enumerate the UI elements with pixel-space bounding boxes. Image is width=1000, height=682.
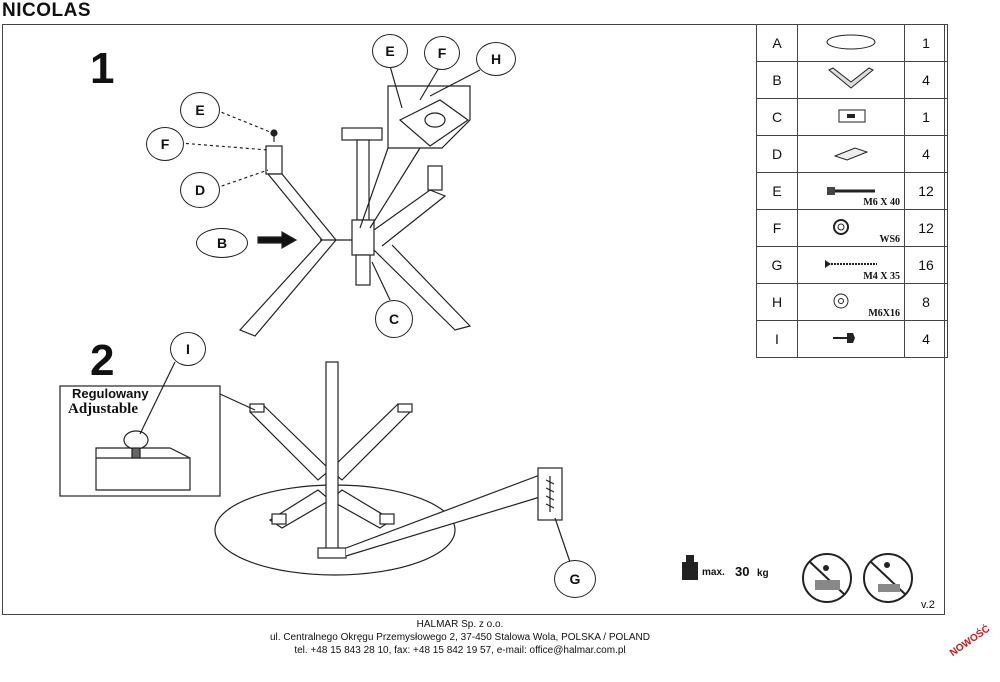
part-icon-cell xyxy=(797,61,905,99)
part-letter: G xyxy=(756,246,798,284)
part-icon-cell xyxy=(797,135,905,173)
oval-tabletop-icon xyxy=(821,34,881,55)
max-load-label: max. xyxy=(702,567,725,578)
part-letter: C xyxy=(756,98,798,136)
flat-washer-icon xyxy=(821,293,881,314)
wood-screw-icon xyxy=(821,259,881,275)
no-standing-icon xyxy=(802,553,852,603)
part-qty: 12 xyxy=(904,172,948,210)
center-bracket-icon xyxy=(821,109,881,129)
callout-g: G xyxy=(554,560,596,598)
version-label: v.2 xyxy=(921,599,935,611)
callout-e: E xyxy=(180,92,220,128)
adjustable-label-pl: Regulowany xyxy=(72,386,149,401)
screw-detail xyxy=(345,467,571,563)
callout-d: D xyxy=(180,172,220,208)
callout-b: B xyxy=(196,228,248,258)
bolt-icon xyxy=(821,186,881,202)
parts-row: E M6 X 40 12 xyxy=(756,172,948,210)
part-icon-cell: M6X16 xyxy=(797,283,905,321)
parts-row: H M6X16 8 xyxy=(756,283,948,321)
max-load-unit: kg xyxy=(757,568,769,579)
part-letter: I xyxy=(756,320,798,358)
part-qty: 4 xyxy=(904,320,948,358)
mounting-plate-icon xyxy=(821,146,881,167)
part-code: WS6 xyxy=(879,234,900,245)
footer: HALMAR Sp. z o.o. ul. Centralnego Okręgu… xyxy=(0,618,920,657)
part-icon-cell xyxy=(797,98,905,136)
footer-contact: tel. +48 15 843 28 10, fax: +48 15 842 1… xyxy=(294,645,626,656)
parts-row: F WS6 12 xyxy=(756,209,948,247)
callout-c: C xyxy=(375,300,413,338)
product-title: NICOLAS xyxy=(2,0,91,21)
step-1-number: 1 xyxy=(90,44,115,93)
part-letter: B xyxy=(756,61,798,99)
adjustable-label-en: Adjustable xyxy=(68,401,139,417)
part-code: M4 X 35 xyxy=(863,271,900,282)
part-qty: 4 xyxy=(904,61,948,99)
part-qty: 1 xyxy=(904,24,948,62)
part-code: M6X16 xyxy=(868,308,900,319)
part-letter: H xyxy=(756,283,798,321)
connection-detail xyxy=(359,85,471,229)
table-assembly-drawing xyxy=(214,361,456,576)
part-qty: 4 xyxy=(904,135,948,173)
part-letter: E xyxy=(756,172,798,210)
max-load-value: 30 xyxy=(735,564,750,579)
part-qty: 16 xyxy=(904,246,948,284)
part-icon-cell: M6 X 40 xyxy=(797,172,905,210)
footer-address: ul. Centralnego Okręgu Przemysłowego 2, … xyxy=(269,632,650,643)
v-leg-drawing xyxy=(238,129,337,337)
center-post-drawing xyxy=(320,127,472,331)
part-letter: F xyxy=(756,209,798,247)
part-qty: 12 xyxy=(904,209,948,247)
spring-washer-icon xyxy=(821,218,881,240)
callout-f-detail: F xyxy=(424,36,460,70)
part-qty: 8 xyxy=(904,283,948,321)
part-icon-cell xyxy=(797,320,905,358)
v-leg-icon xyxy=(821,66,881,97)
adjustable-foot-detail xyxy=(59,361,256,497)
part-icon-cell: M4 X 35 xyxy=(797,246,905,284)
no-sitting-icon xyxy=(863,553,913,603)
callout-f: F xyxy=(146,127,184,161)
part-icon-cell xyxy=(797,24,905,62)
callout-e-detail: E xyxy=(372,34,408,68)
part-qty: 1 xyxy=(904,98,948,136)
footer-company: HALMAR Sp. z o.o. xyxy=(416,619,504,630)
part-icon-cell: WS6 xyxy=(797,209,905,247)
callout-h-detail: H xyxy=(476,42,516,76)
adjustable-foot-icon xyxy=(821,332,881,349)
part-letter: D xyxy=(756,135,798,173)
part-letter: A xyxy=(756,24,798,62)
parts-row: G M4 X 35 16 xyxy=(756,246,948,284)
weight-icon xyxy=(682,555,698,580)
callout-i: I xyxy=(170,332,206,366)
step-2-number: 2 xyxy=(90,336,115,385)
part-code: M6 X 40 xyxy=(863,197,900,208)
